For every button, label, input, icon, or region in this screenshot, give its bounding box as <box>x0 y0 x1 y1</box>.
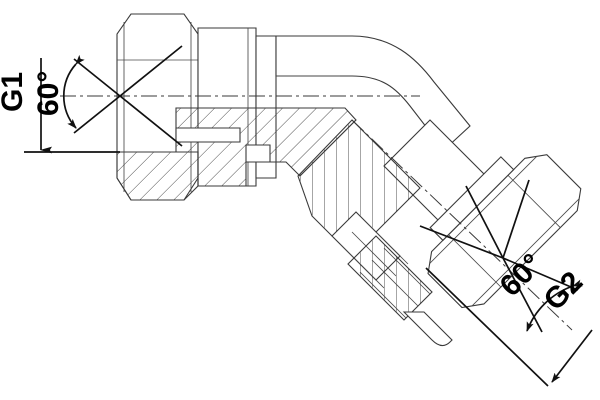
elbow-tube <box>275 35 471 151</box>
left-angle-arc <box>63 54 85 129</box>
right-angle-arc <box>526 279 583 332</box>
right-hex-nut <box>427 154 582 309</box>
g1-dimension <box>24 58 120 154</box>
g2-dimension <box>425 267 593 387</box>
section-hatch-horizontal <box>116 107 357 201</box>
section-hatch-branch <box>297 119 453 347</box>
left-angle-label: 60° <box>32 71 65 116</box>
g1-label: G1 <box>0 72 29 112</box>
